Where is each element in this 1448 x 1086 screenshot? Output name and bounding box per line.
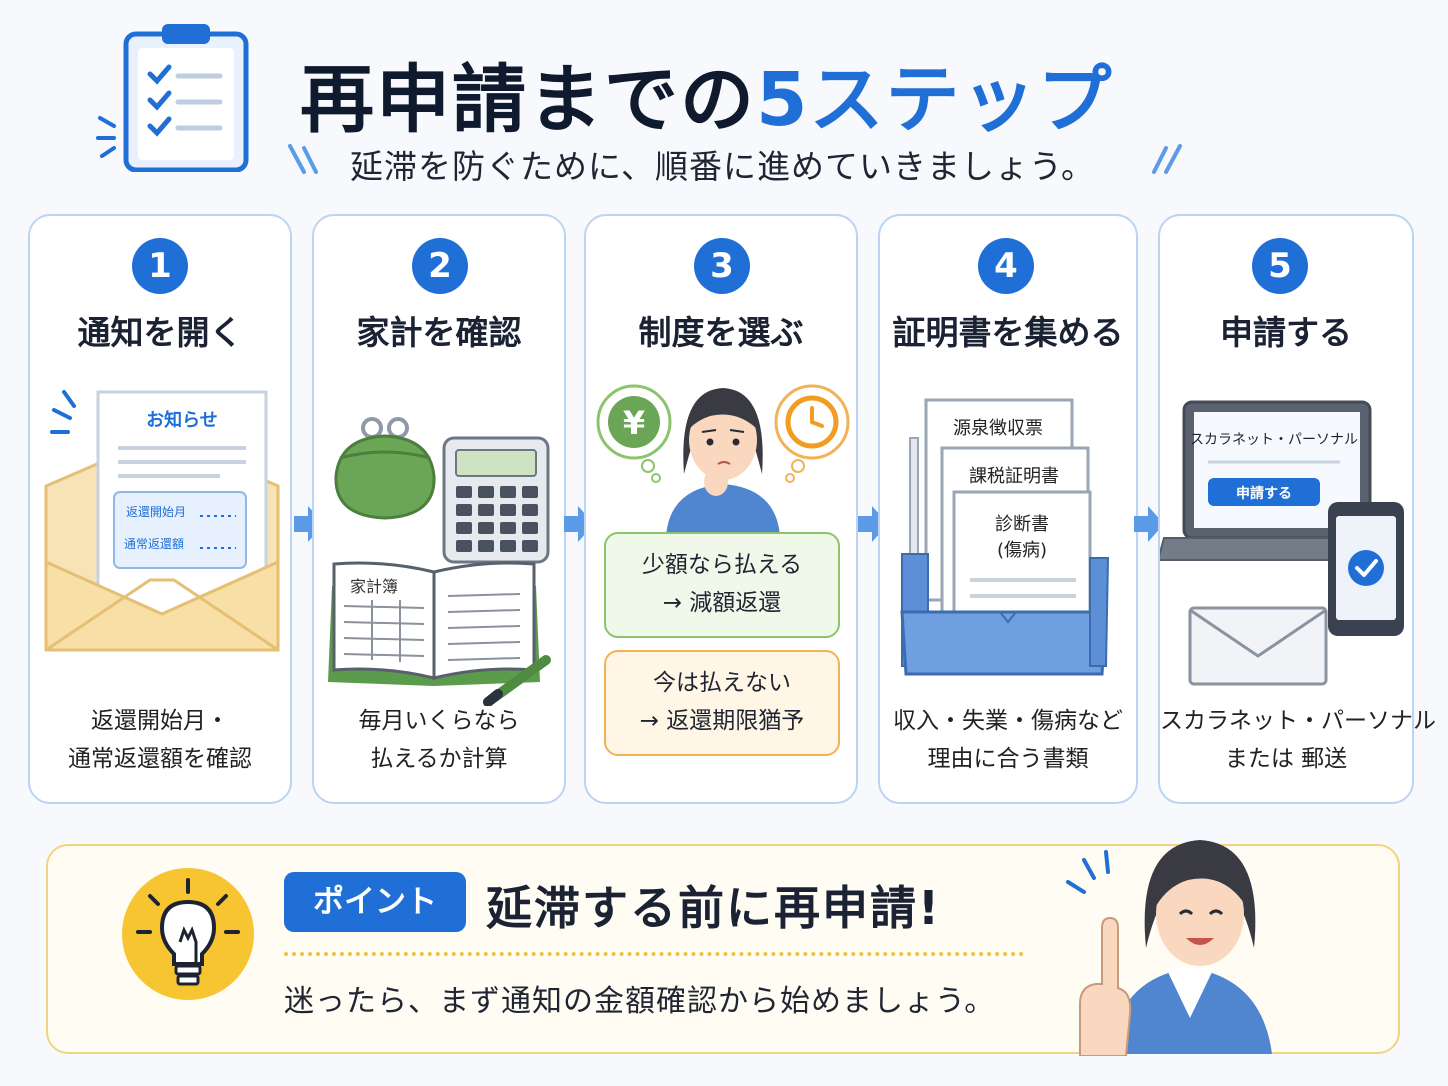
doc-medical-certificate: 診断書 [995, 514, 1049, 535]
step-title: 通知を開く [77, 313, 243, 352]
envelope-notice-icon: お知らせ 返還開始月 通常返還額 [44, 390, 280, 652]
arrow-right-icon [294, 506, 324, 542]
step-description: 毎月いくらなら 払えるか計算 [314, 702, 564, 778]
step-description-line: 通常返還額を確認 [68, 746, 252, 772]
clipboard-checklist-icon [96, 24, 249, 172]
arrow-right-icon [564, 506, 594, 542]
step-title: 証明書を集める [892, 313, 1124, 352]
option-text: 今は払えない [653, 670, 791, 696]
step-description-line: 返還開始月・ [91, 708, 229, 734]
option-text: 少額なら払える [641, 552, 803, 578]
option-repayment-deferral: 今は払えない → 返還期限猶予 [604, 650, 840, 756]
notice-field-start-month: 返還開始月 [126, 505, 186, 519]
point-headline: 延滞する前に再申請! [486, 881, 941, 935]
step-card-3: 3 制度を選ぶ ¥ 少額なら払える → 減額返還 [584, 214, 858, 804]
step-title: 制度を選ぶ [638, 313, 804, 352]
header: 再申請までの5ステップ 延滞を防ぐために、順番に進めていきましょう。 [0, 0, 1448, 200]
point-badge: ポイント [284, 872, 466, 932]
step-number-badge: 3 [694, 238, 750, 294]
screen-title: スカラネット・パーソナル [1190, 432, 1358, 448]
book-label: 家計簿 [350, 577, 398, 596]
step-description-line: 払えるか計算 [370, 746, 508, 772]
step-description-line: 毎月いくらなら [358, 708, 520, 734]
clock-icon [774, 384, 850, 483]
step-description-line: 収入・失業・傷病など [893, 708, 1123, 734]
option-reduced-repayment: 少額なら払える → 減額返還 [604, 532, 840, 638]
yen-coin-icon: ¥ [596, 384, 672, 483]
subtitle: 延滞を防ぐために、順番に進めていきましょう。 [350, 147, 1096, 186]
step-title: 家計を確認 [356, 313, 522, 352]
dotted-divider [284, 952, 1024, 956]
step-card-1: 1 通知を開く お知らせ 返還開始月 通常返還額 返還開始月・ 通常返還額を確認 [28, 214, 292, 804]
step-description-line: スカラネット・パーソナル [1160, 708, 1436, 734]
thinking-woman-icon [666, 388, 780, 536]
screen-apply-button [1208, 478, 1320, 506]
arrow-right-icon [858, 506, 888, 542]
budget-illustration: 家計簿 [328, 417, 551, 706]
screen-apply-label: 申請する [1236, 485, 1292, 502]
step-title: 申請する [1220, 313, 1352, 352]
notice-field-amount: 通常返還額 [124, 537, 184, 551]
step-card-2: 2 家計を確認 家計簿 [312, 214, 566, 804]
right-accent-lines-icon [1152, 144, 1182, 174]
coin-purse-icon [334, 417, 436, 520]
folder-icon [900, 553, 1110, 676]
step-number-badge: 2 [412, 238, 468, 294]
mail-envelope-icon [1188, 606, 1328, 686]
thinking-person-illustration: ¥ [596, 384, 850, 536]
step-number-badge: 4 [978, 238, 1034, 294]
smartphone-icon [1328, 502, 1404, 636]
step-number-badge: 1 [132, 238, 188, 294]
point-body: 迷ったら、まず通知の金額確認から始めましょう。 [284, 984, 996, 1019]
option-text: → 減額返還 [662, 590, 782, 616]
title-main: 再申請までの [300, 57, 756, 143]
lightbulb-icon [122, 868, 254, 1000]
step-card-5: 5 申請する スカラネット・パーソナル 申請する スカラネット・パーソナル また… [1158, 214, 1436, 804]
doc-tax-certificate: 課税証明書 [969, 466, 1059, 487]
page-title: 再申請までの5ステップ [300, 40, 1114, 147]
calculator-icon [442, 436, 550, 564]
step-description: 収入・失業・傷病など 理由に合う書類 [880, 702, 1136, 778]
doc-withholding-slip: 源泉徴収票 [953, 418, 1043, 439]
step-description-line: 理由に合う書類 [927, 746, 1089, 772]
household-account-book-icon: 家計簿 [328, 561, 540, 686]
step-description: スカラネット・パーソナル または 郵送 [1160, 702, 1436, 778]
pen-icon [483, 655, 551, 706]
option-text: → 返還期限猶予 [639, 708, 805, 734]
step-description-line: または 郵送 [1224, 746, 1348, 772]
left-accent-lines-icon [288, 144, 318, 174]
documents-folder-illustration: 源泉徴収票 課税証明書 診断書 (傷病) [900, 398, 1110, 676]
notice-title: お知らせ [146, 409, 218, 431]
yen-symbol: ¥ [623, 404, 645, 442]
step-number-badge: 5 [1252, 238, 1308, 294]
pointing-woman-icon [1066, 840, 1272, 1056]
arrow-right-icon [1134, 506, 1164, 542]
step-description: 返還開始月・ 通常返還額を確認 [30, 702, 290, 778]
title-accent: 5ステップ [756, 57, 1114, 143]
step-card-4: 4 証明書を集める 源泉徴収票 課税証明書 診断書 (傷病) 収入・失業・傷病な… [878, 214, 1138, 804]
doc-medical-certificate-note: (傷病) [997, 540, 1047, 561]
online-application-illustration: スカラネット・パーソナル 申請する [1160, 400, 1404, 686]
